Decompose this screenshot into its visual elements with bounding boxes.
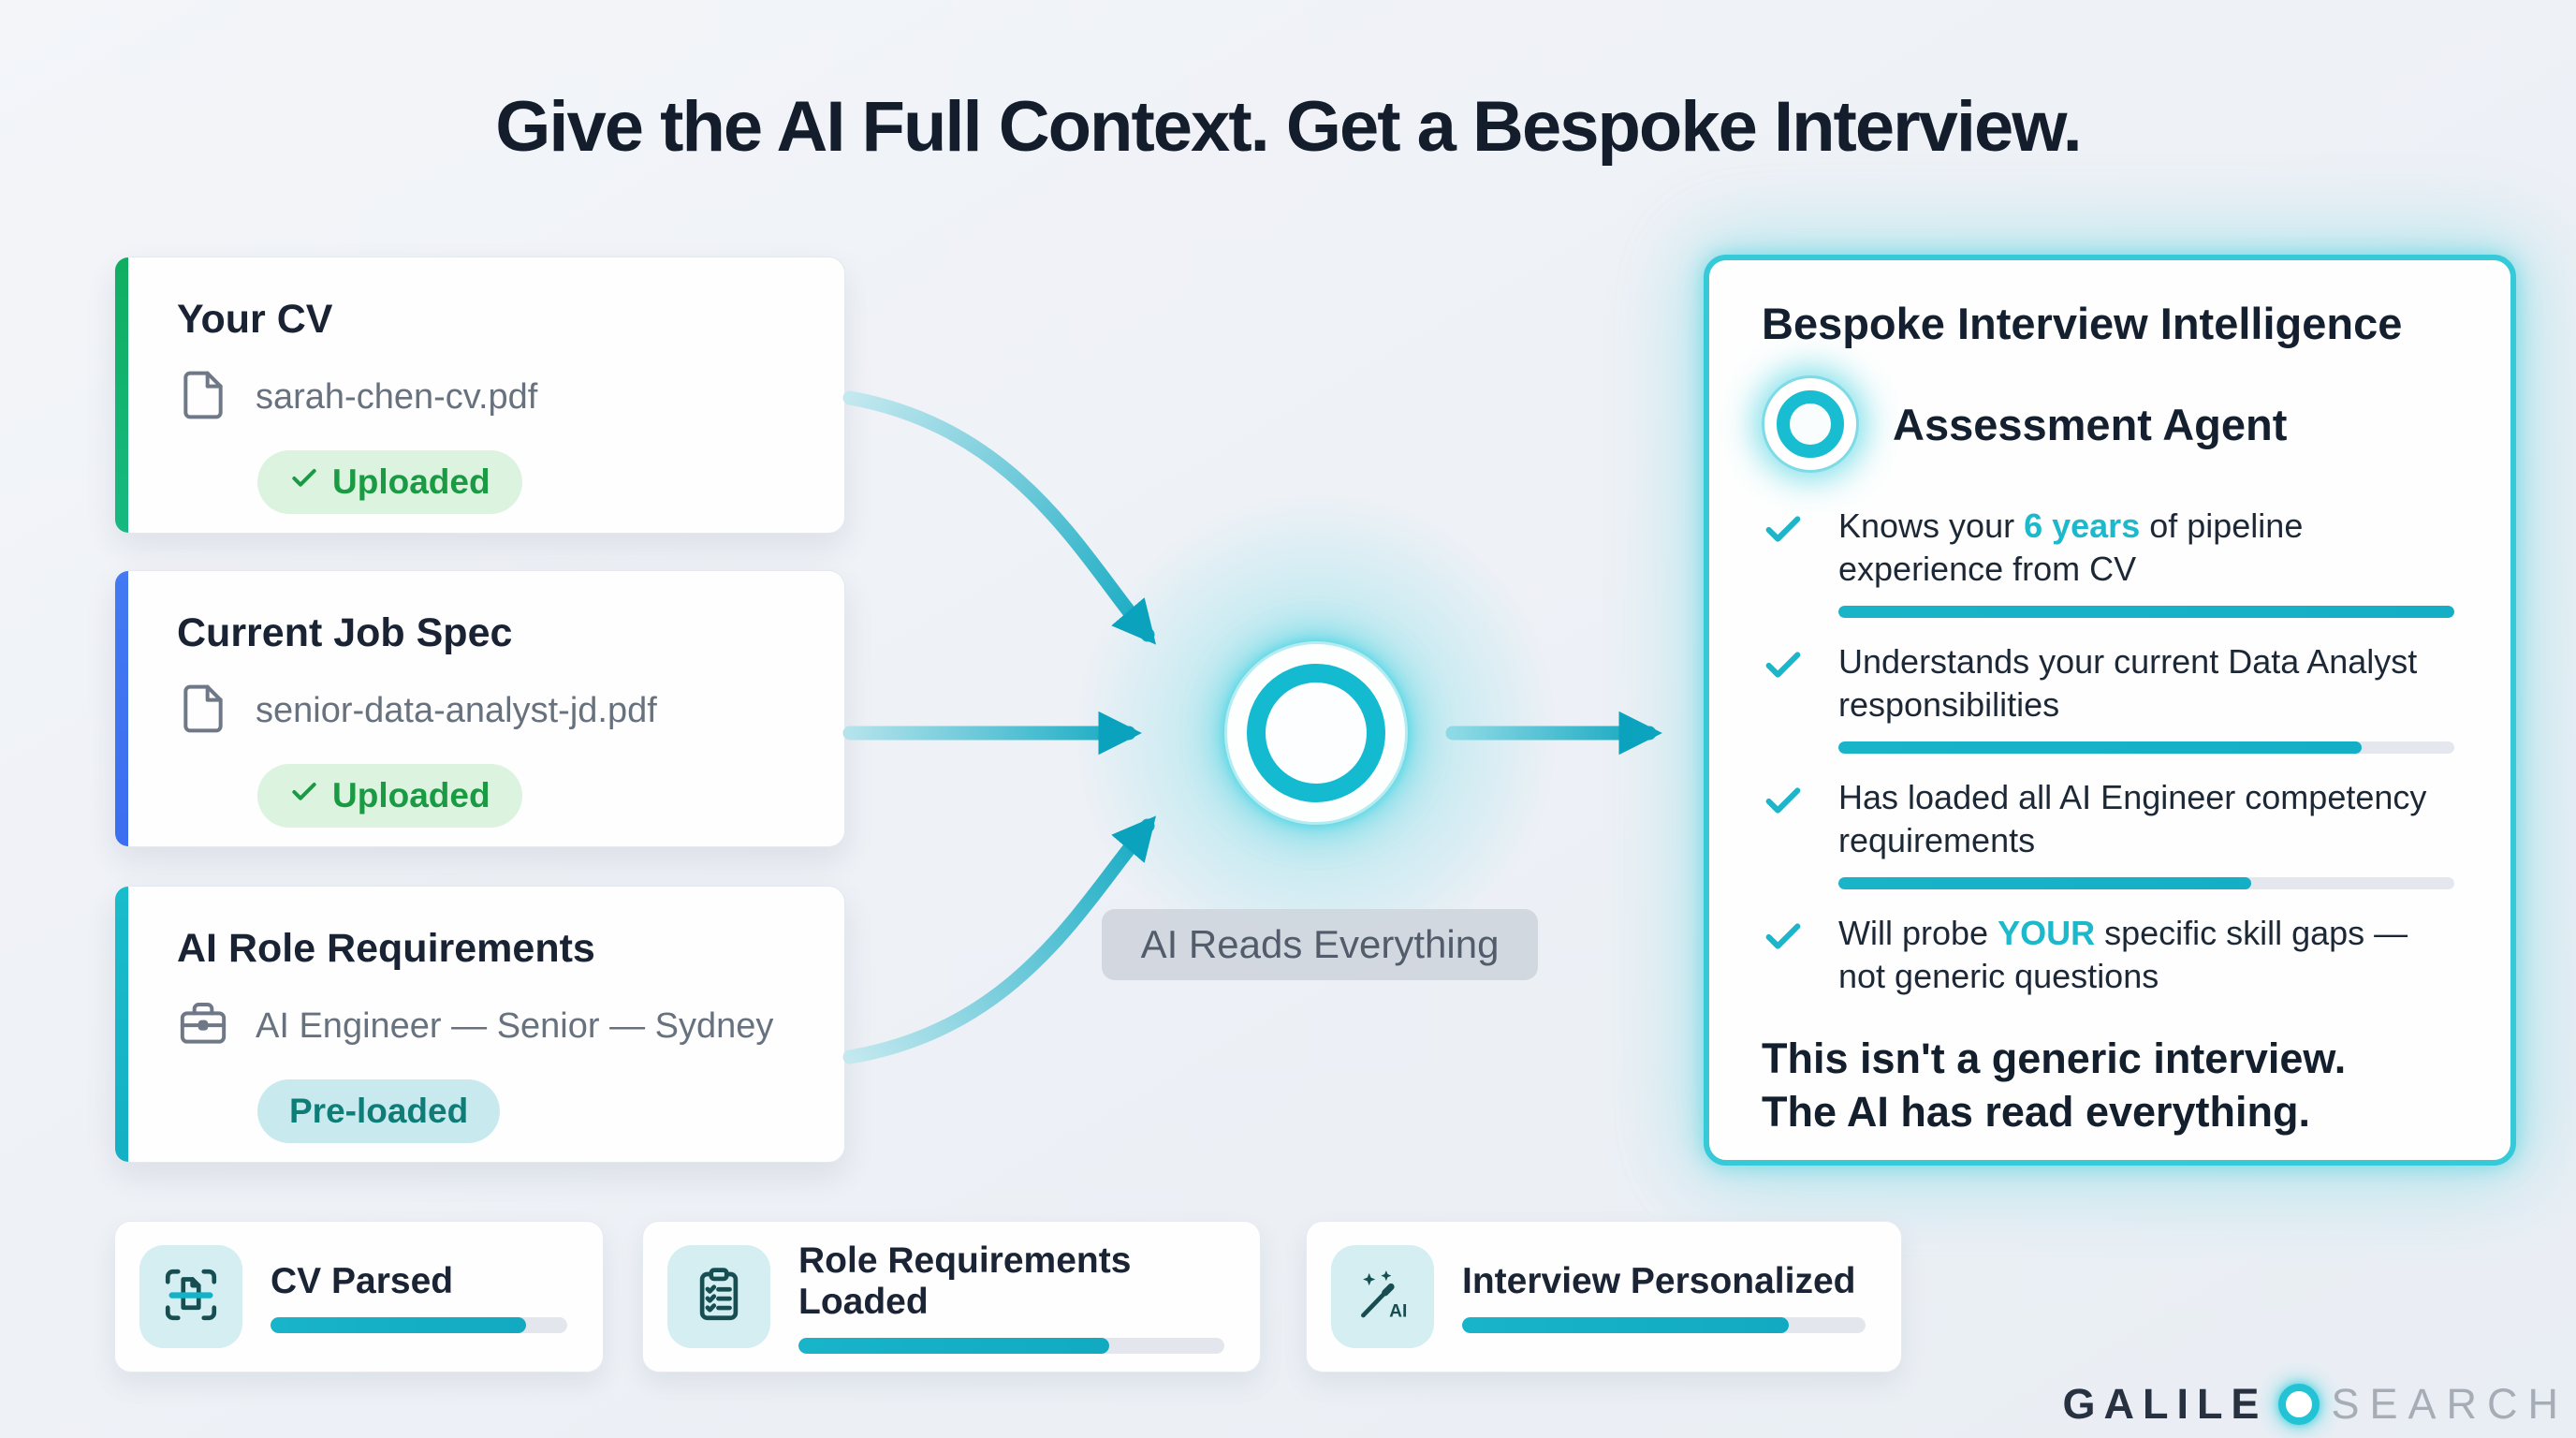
file-icon <box>177 369 229 426</box>
check-icon <box>289 776 319 815</box>
progress-bar <box>1838 606 2454 618</box>
status-chip-cv-parsed: CV Parsed <box>114 1221 604 1372</box>
card-accent-stripe <box>115 257 128 533</box>
logo-text-search: SEARCH <box>2331 1380 2569 1428</box>
badge-label: Uploaded <box>332 462 490 501</box>
checklist-item: Knows your 6 years of pipeline experienc… <box>1762 505 2458 591</box>
checklist-item: Understands your current Data Analyst re… <box>1762 640 2458 726</box>
status-badge-preloaded: Pre-loaded <box>257 1079 501 1143</box>
assessment-agent-icon <box>1762 375 1859 473</box>
logo-o-ring-icon <box>2278 1384 2320 1425</box>
checkmark-icon <box>1762 776 1810 862</box>
ai-core-icon <box>1224 641 1408 825</box>
flow-arrows <box>842 390 1662 1064</box>
chip-progress-bar <box>1462 1316 1866 1333</box>
checkmark-icon <box>1762 640 1810 726</box>
panel-heading: Bespoke Interview Intelligence <box>1762 299 2403 348</box>
status-chip-interview-personalized: AI Interview Personalized <box>1306 1221 1902 1372</box>
badge-label: Uploaded <box>332 776 490 814</box>
logo-text-galile: GALILE <box>2062 1380 2268 1428</box>
checkmark-icon <box>1762 505 1810 591</box>
card-accent-stripe <box>115 571 128 846</box>
agent-label: Assessment Agent <box>1893 399 2288 449</box>
chip-icon-tile <box>139 1245 242 1348</box>
checklist-text: Will probe YOUR specific skill gaps — no… <box>1838 914 2408 995</box>
chip-label: CV Parsed <box>271 1260 454 1301</box>
chip-icon-tile: AI <box>1331 1245 1434 1348</box>
badge-label: Pre-loaded <box>289 1092 469 1130</box>
progress-fill <box>1838 741 2363 754</box>
chip-label: Interview Personalized <box>1462 1260 1856 1301</box>
checklist-item: Will probe YOUR specific skill gaps — no… <box>1762 912 2458 998</box>
chip-progress-fill <box>271 1316 526 1333</box>
role-summary: AI Engineer — Senior — Sydney <box>256 1006 774 1046</box>
checklist-text: Understands your current Data Analyst re… <box>1838 642 2418 724</box>
chip-icon-tile <box>667 1245 770 1348</box>
status-badge-uploaded: Uploaded <box>257 450 522 514</box>
checklist-text: Knows your 6 years of pipeline experienc… <box>1838 506 2304 588</box>
arrow-role-to-core <box>842 815 1157 1064</box>
page-title: Give the AI Full Context. Get a Bespoke … <box>495 87 2082 167</box>
file-name: senior-data-analyst-jd.pdf <box>256 691 657 730</box>
status-badge-uploaded: Uploaded <box>257 764 522 828</box>
intelligence-panel: Bespoke Interview Intelligence Assessmen… <box>1704 255 2516 1166</box>
input-card-role-requirements: AI Role Requirements AI Engineer — Senio… <box>114 886 845 1163</box>
highlight-text: 6 years <box>2024 506 2141 545</box>
chip-progress-bar <box>271 1316 567 1333</box>
card-title: Current Job Spec <box>177 610 513 655</box>
ai-reads-label: AI Reads Everything <box>1102 909 1538 980</box>
chip-label: Role Requirements Loaded <box>798 1240 1132 1322</box>
file-icon <box>177 682 229 740</box>
clipboard-check-icon <box>688 1264 750 1330</box>
chip-progress-fill <box>1462 1316 1790 1333</box>
progress-bar <box>1838 877 2454 889</box>
progress-fill <box>1838 606 2454 618</box>
highlight-text: YOUR <box>1998 914 2096 952</box>
input-card-cv: Your CV sarah-chen-cv.pdf Uploaded <box>114 257 845 534</box>
input-card-job-spec: Current Job Spec senior-data-analyst-jd.… <box>114 570 845 847</box>
checkmark-icon <box>1762 912 1810 998</box>
card-title: AI Role Requirements <box>177 926 595 971</box>
progress-bar <box>1838 741 2454 754</box>
chip-progress-fill <box>798 1337 1110 1354</box>
arrow-cv-to-core <box>842 390 1157 645</box>
card-accent-stripe <box>115 887 128 1162</box>
svg-text:AI: AI <box>1389 1301 1407 1321</box>
chip-progress-bar <box>798 1337 1224 1354</box>
ai-core-ring <box>1247 664 1385 802</box>
briefcase-icon <box>177 998 229 1055</box>
status-chip-role-requirements: Role Requirements Loaded <box>642 1221 1261 1372</box>
scan-document-icon <box>160 1264 222 1330</box>
checklist-text: Has loaded all AI Engineer competency re… <box>1838 778 2427 859</box>
progress-fill <box>1838 877 2251 889</box>
galileo-search-logo: GALILE SEARCH <box>2062 1380 2569 1429</box>
check-icon <box>289 462 319 502</box>
panel-footer: This isn't a generic interview. The AI h… <box>1762 1034 2347 1136</box>
magic-wand-ai-icon: AI <box>1352 1264 1413 1330</box>
card-title: Your CV <box>177 297 333 342</box>
file-name: sarah-chen-cv.pdf <box>256 377 538 417</box>
checklist-item: Has loaded all AI Engineer competency re… <box>1762 776 2458 862</box>
